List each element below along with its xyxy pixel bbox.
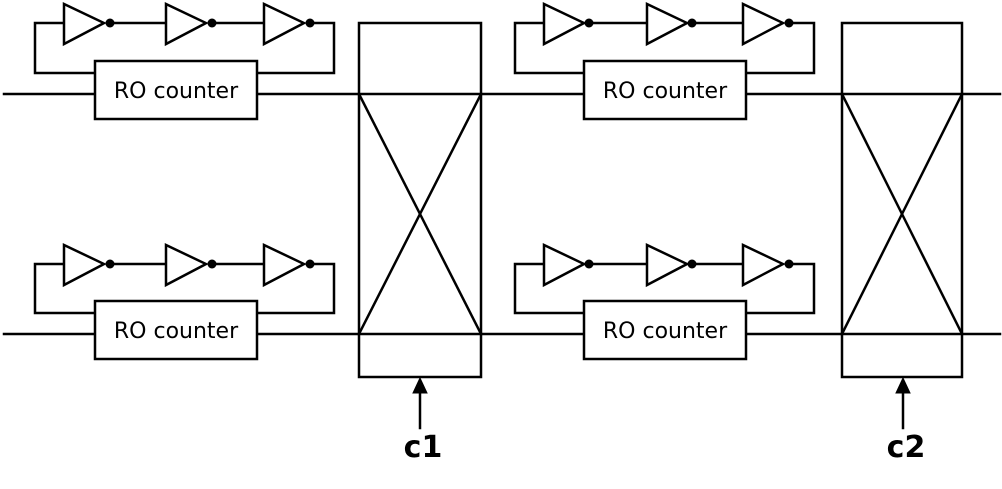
ro-loop-wire bbox=[255, 262, 336, 315]
junction-dot bbox=[687, 259, 697, 269]
crossover-wire bbox=[357, 92, 483, 336]
ro-loop-wire bbox=[513, 21, 586, 75]
junction-dot bbox=[305, 259, 315, 269]
ro-counter-box bbox=[582, 59, 748, 121]
junction-dot bbox=[207, 18, 217, 28]
control-label: c1 bbox=[404, 430, 443, 465]
buffer-gate-icon bbox=[164, 243, 209, 288]
ro-counter-label: RO counter bbox=[114, 79, 239, 104]
ro-counter-label: RO counter bbox=[603, 79, 728, 104]
buffer-gate-icon bbox=[741, 243, 786, 288]
ring-oscillator-stage2-top: RO counter bbox=[513, 2, 816, 121]
ro-loop-wire bbox=[744, 21, 816, 75]
junction-dot bbox=[784, 18, 794, 28]
switch-box bbox=[840, 21, 964, 379]
buffer-gate-icon bbox=[62, 243, 107, 288]
ro-counter-label: RO counter bbox=[603, 319, 728, 344]
buffer-gate-icon bbox=[62, 2, 107, 47]
ro-counter-label: RO counter bbox=[114, 319, 239, 344]
ring-oscillator-stage1-top: RO counter bbox=[33, 2, 336, 121]
ring-oscillator-stage1-bottom: RO counter bbox=[33, 243, 336, 361]
ro-loop-wire bbox=[33, 262, 97, 315]
buffer-gate-icon bbox=[542, 2, 587, 47]
control-label: c2 bbox=[887, 430, 926, 465]
arrow-up-icon bbox=[412, 376, 428, 394]
ro-loop-wire bbox=[744, 262, 816, 315]
buffer-gate-icon bbox=[741, 2, 786, 47]
junction-dot bbox=[687, 18, 697, 28]
buffer-gate-icon bbox=[262, 243, 307, 288]
junction-dot bbox=[105, 18, 115, 28]
switch-box bbox=[357, 21, 483, 379]
junction-dot bbox=[584, 259, 594, 269]
ro-loop-wire bbox=[33, 21, 97, 75]
crossbar-switch-2 bbox=[840, 21, 964, 379]
junction-dot bbox=[305, 18, 315, 28]
control-input-c2: c2 bbox=[887, 376, 926, 465]
ro-counter-box bbox=[93, 59, 259, 121]
signal-rails bbox=[2, 92, 1002, 336]
buffer-gate-icon bbox=[645, 243, 690, 288]
junction-dot bbox=[584, 18, 594, 28]
buffer-gate-icon bbox=[645, 2, 690, 47]
buffer-gate-icon bbox=[262, 2, 307, 47]
ro-counter-box bbox=[93, 299, 259, 361]
crossbar-switch-1 bbox=[357, 21, 483, 379]
junction-dot bbox=[207, 259, 217, 269]
ring-oscillator-stage2-bottom: RO counter bbox=[513, 243, 816, 361]
junction-dot bbox=[105, 259, 115, 269]
ro-loop-wire bbox=[255, 21, 336, 75]
ro-counter-box bbox=[582, 299, 748, 361]
ro-loop-wire bbox=[513, 262, 586, 315]
control-input-c1: c1 bbox=[404, 376, 443, 465]
arrow-up-icon bbox=[895, 376, 911, 394]
buffer-gate-icon bbox=[164, 2, 209, 47]
junction-dot bbox=[784, 259, 794, 269]
crossover-wire bbox=[840, 92, 964, 336]
buffer-gate-icon bbox=[542, 243, 587, 288]
